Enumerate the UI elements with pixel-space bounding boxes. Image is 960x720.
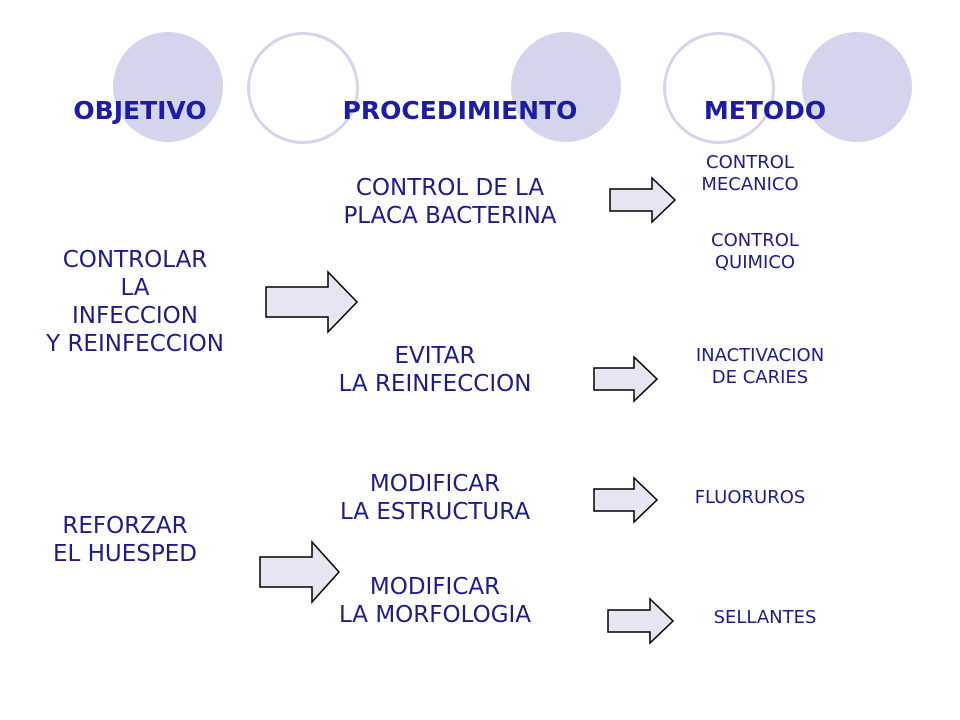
- header-procedimiento: PROCEDIMIENTO: [342, 96, 578, 125]
- decor-circle-5: [802, 32, 912, 142]
- procedimiento-control-placa: CONTROL DE LA PLACA BACTERINA: [343, 175, 557, 230]
- objetivo-reforzar: REFORZAR EL HUESPED: [52, 513, 198, 568]
- header-metodo: METODO: [703, 96, 827, 125]
- objetivo-controlar: CONTROLAR LA INFECCION Y REINFECCION: [46, 247, 224, 358]
- metodo-sellantes: SELLANTES: [713, 607, 817, 628]
- procedimiento-modificar-morfologia: MODIFICAR LA MORFOLOGIA: [338, 574, 532, 629]
- metodo-control-quimico: CONTROL QUIMICO: [711, 230, 799, 273]
- decor-circle-2: [247, 32, 359, 144]
- procedimiento-evitar-reinfeccion: EVITAR LA REINFECCION: [338, 343, 532, 398]
- arrow-estructura-to-metodo: [593, 476, 659, 524]
- arrow-morfologia-to-metodo: [607, 597, 675, 645]
- decor-circle-3: [511, 32, 621, 142]
- metodo-control-mecanico: CONTROL MECANICO: [701, 152, 799, 195]
- arrow-placa-to-metodo: [609, 176, 677, 224]
- metodo-inactivacion-caries: INACTIVACION DE CARIES: [695, 345, 825, 388]
- arrow-objetivo-to-procedimiento-2: [259, 540, 341, 604]
- arrow-evitar-to-metodo: [593, 355, 659, 403]
- decor-circle-1: [113, 32, 223, 142]
- decor-circle-4: [663, 32, 775, 144]
- arrow-objetivo-to-procedimiento-1: [265, 270, 359, 334]
- metodo-fluoruros: FLUORUROS: [694, 487, 806, 508]
- procedimiento-modificar-estructura: MODIFICAR LA ESTRUCTURA: [339, 471, 531, 526]
- header-objetivo: OBJETIVO: [73, 96, 207, 125]
